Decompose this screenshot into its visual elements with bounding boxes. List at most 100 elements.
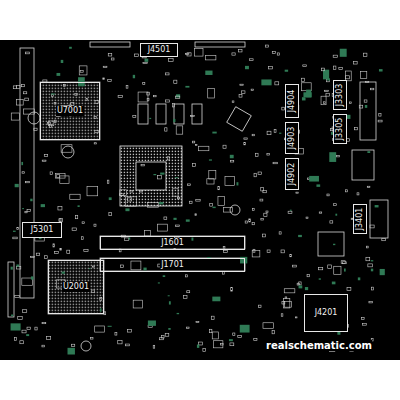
smd-part (69, 47, 72, 49)
smd-part (109, 212, 112, 215)
smd-part (211, 316, 214, 319)
smd-part (209, 329, 211, 332)
watermark: realschematic.com (266, 340, 372, 351)
smd-part (339, 67, 343, 69)
smd-part (11, 315, 13, 317)
smd-part (370, 88, 373, 90)
smd-part (20, 341, 24, 344)
smd-part (358, 277, 360, 280)
smd-part (191, 115, 195, 116)
connector-footprint: J4903 (285, 122, 299, 154)
part-designator: J3303 (335, 83, 345, 108)
smd-part (126, 86, 128, 89)
smd-part (125, 208, 129, 211)
smd-part (303, 65, 307, 66)
part-designator: J5301 (30, 225, 55, 235)
board-edge-strip (20, 48, 34, 298)
smd-part (230, 343, 234, 346)
smd-part (354, 61, 358, 64)
smd-part (51, 93, 55, 94)
smd-part (249, 219, 251, 222)
smd-part (172, 104, 174, 107)
smd-part (22, 278, 33, 285)
smd-part (223, 208, 232, 212)
smd-part (288, 211, 292, 213)
smd-part (169, 301, 171, 304)
smd-part (196, 199, 200, 201)
smd-part (52, 94, 54, 96)
smd-part (364, 100, 367, 102)
smd-part (177, 313, 179, 314)
smd-part (119, 249, 121, 252)
chip (227, 107, 252, 132)
smd-part (362, 317, 364, 319)
smd-part (84, 249, 88, 251)
smd-part (340, 49, 347, 57)
smd-part (273, 162, 277, 163)
smd-part (379, 114, 381, 116)
mount-hole (81, 341, 91, 351)
smd-part (58, 207, 62, 210)
smd-part (108, 79, 111, 81)
smd-part (210, 204, 213, 207)
smd-part (306, 90, 311, 98)
smd-part (145, 59, 149, 62)
smd-part (359, 105, 362, 108)
smd-part (192, 141, 194, 143)
smd-part (256, 153, 258, 156)
smd-part (22, 172, 25, 173)
smd-part (44, 154, 47, 156)
smd-part (87, 186, 98, 195)
smd-part (185, 86, 189, 88)
part-designator: J4903 (287, 126, 297, 151)
smd-part (11, 113, 19, 120)
part-designator: J1701 (160, 260, 185, 270)
smd-part (148, 203, 159, 208)
smd-part (75, 215, 77, 218)
smd-part (332, 282, 336, 285)
smd-part (42, 160, 46, 161)
smd-part (48, 121, 53, 126)
smd-part (42, 345, 45, 347)
smd-part (197, 345, 199, 348)
smd-part (368, 264, 372, 267)
smd-part (196, 321, 199, 322)
smd-part (163, 275, 166, 277)
smd-part (321, 68, 324, 71)
smd-part (350, 102, 352, 104)
smd-part (108, 326, 112, 327)
smd-part (299, 282, 301, 285)
smd-part (158, 224, 168, 231)
ic-footprint: J1701 (100, 258, 245, 272)
smd-part (290, 210, 292, 211)
smd-part (158, 282, 160, 283)
smd-part (25, 98, 29, 101)
smd-part (143, 268, 146, 271)
ic-footprint: U2001 (48, 260, 104, 314)
smd-part (238, 335, 242, 337)
smd-part (187, 327, 189, 328)
smd-part (245, 221, 248, 223)
smd-part (111, 58, 114, 60)
mount-hole (230, 205, 240, 215)
smd-part (64, 85, 66, 87)
smd-part (328, 265, 332, 268)
smd-part (326, 79, 329, 82)
smd-part (15, 296, 19, 298)
smd-part (21, 85, 24, 87)
smd-part (121, 265, 124, 268)
smd-part (135, 54, 139, 57)
cpu-socket-core (136, 162, 166, 190)
smd-part (166, 100, 170, 102)
smd-part (31, 276, 34, 279)
smd-part (149, 118, 151, 119)
part-designator: J4201 (314, 308, 339, 318)
smd-part (220, 343, 223, 345)
smd-part (167, 157, 169, 160)
smd-part (133, 116, 136, 118)
smd-part (15, 184, 19, 187)
smd-part (261, 218, 264, 220)
bga-chip (40, 82, 100, 140)
connector-footprint: J4904 (285, 84, 299, 118)
